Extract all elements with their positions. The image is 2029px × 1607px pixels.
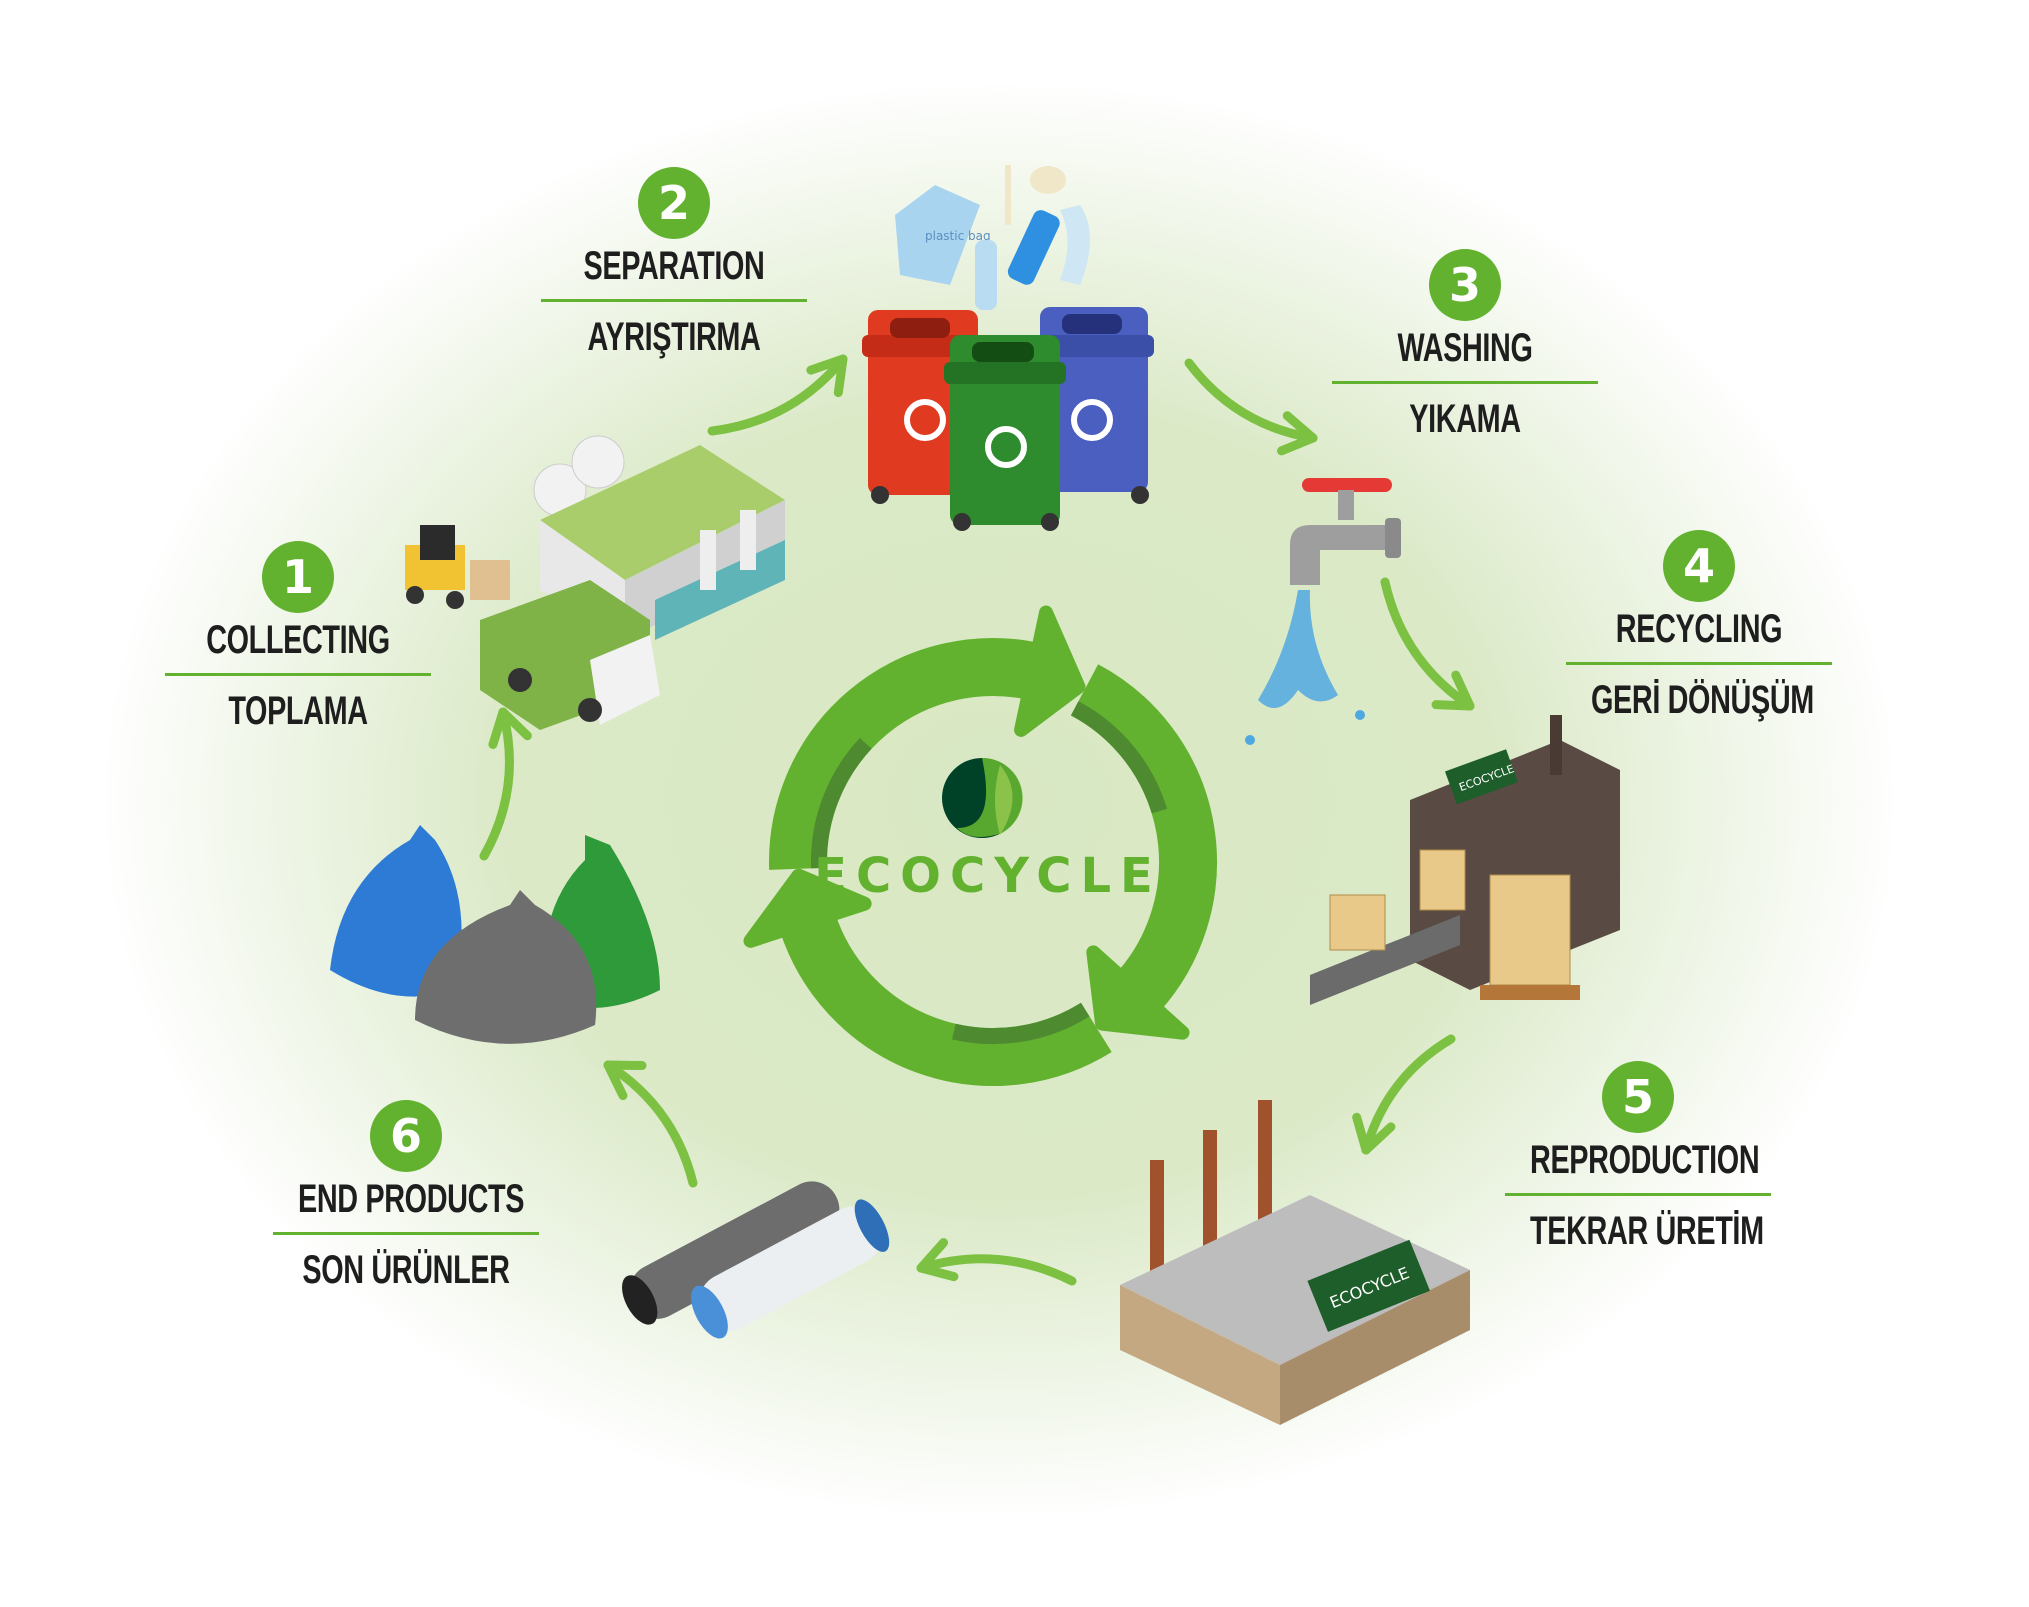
- arrow-head-icon: [806, 354, 848, 398]
- step-title: RECYCLING: [1615, 607, 1783, 651]
- recycling-bins-illustration: plastic bag: [862, 165, 1154, 531]
- recycle-arrow-shade: [1070, 701, 1168, 814]
- recycle-arrow-shade: [811, 737, 872, 869]
- step-number-badge: 5: [1602, 1061, 1674, 1133]
- central-recycle-arrows: [743, 605, 1217, 1086]
- arrow-head-icon: [488, 707, 532, 749]
- step-title: COLLECTING: [206, 618, 390, 662]
- plastic-rolls-illustration: [621, 1181, 890, 1339]
- step-subtitle: YIKAMA: [1409, 397, 1521, 441]
- flow-arrow: [916, 1254, 1077, 1286]
- step-subtitle: SON ÜRÜNLER: [302, 1248, 510, 1292]
- flow-arrow: [603, 1060, 698, 1188]
- step-number-badge: 3: [1429, 249, 1501, 321]
- step-title: SEPARATION: [583, 244, 765, 288]
- arrow-head-icon: [1277, 411, 1318, 456]
- step-title: REPRODUCTION: [1530, 1138, 1760, 1182]
- arrow-head-icon: [603, 1060, 647, 1101]
- step-title: END PRODUCTS: [298, 1177, 525, 1221]
- flow-arrow: [1184, 358, 1318, 443]
- divider-line: [1332, 381, 1598, 384]
- factory-illustration: ECOCYCLE: [1120, 1100, 1470, 1425]
- step-subtitle: TOPLAMA: [228, 689, 368, 733]
- recycling-machine-illustration: ECOCYCLE: [1310, 715, 1620, 1005]
- step-end-products: 6 END PRODUCTS SON ÜRÜNLER: [256, 1100, 556, 1291]
- blue-bin-icon: [1034, 307, 1154, 504]
- flow-arrow: [1361, 1034, 1456, 1155]
- step-collecting: 1 COLLECTING TOPLAMA: [148, 541, 448, 732]
- green-bin-icon: [944, 335, 1066, 531]
- divider-line: [1566, 662, 1832, 665]
- forklift-icon: [405, 525, 510, 609]
- divider-line: [541, 299, 807, 302]
- divider-line: [165, 673, 431, 676]
- flow-arrow: [479, 707, 514, 861]
- collection-facility-illustration: [405, 435, 785, 730]
- recycle-arrow-head-icon: [1014, 605, 1086, 737]
- recycle-arrow-shade: [952, 1002, 1090, 1045]
- garbage-bags-illustration: [330, 825, 660, 1044]
- recycle-arrow-body: [769, 638, 1040, 870]
- flow-arrow: [707, 354, 848, 436]
- step-subtitle: AYRIŞTIRMA: [587, 315, 761, 359]
- step-number-badge: 1: [262, 541, 334, 613]
- arrow-head-icon: [916, 1238, 959, 1282]
- step-subtitle: TEKRAR ÜRETİM: [1530, 1209, 1764, 1253]
- step-reproduction: 5 REPRODUCTION TEKRAR ÜRETİM: [1488, 1061, 1788, 1252]
- step-title: WASHING: [1397, 326, 1533, 370]
- step-subtitle: GERİ DÖNÜŞÜM: [1591, 678, 1814, 722]
- plastic-bag-text: plastic bag: [925, 229, 991, 243]
- step-recycling: 4 RECYCLING GERİ DÖNÜŞÜM: [1549, 530, 1849, 721]
- recycle-arrow-head-icon: [743, 868, 872, 948]
- arrow-head-icon: [1431, 670, 1475, 711]
- step-number-badge: 2: [638, 167, 710, 239]
- flow-arrow: [1380, 577, 1475, 711]
- flow-arrows: [479, 354, 1475, 1286]
- divider-line: [273, 1232, 539, 1235]
- recycle-arrow-body: [1070, 664, 1217, 1012]
- garbage-truck-icon: [480, 580, 660, 730]
- water-faucet-illustration: [1245, 478, 1401, 745]
- step-washing: 3 WASHING YIKAMA: [1315, 249, 1615, 440]
- plastic-waste-icon: plastic bag: [895, 165, 1090, 310]
- globe-logo-icon: [942, 757, 1023, 838]
- recycle-arrow-head-icon: [1086, 945, 1190, 1040]
- step-number-badge: 6: [370, 1100, 442, 1172]
- step-separation: 2 SEPARATION AYRIŞTIRMA: [524, 167, 824, 358]
- recycle-arrow-body: [779, 912, 1112, 1086]
- brand-name: ECOCYCLE: [814, 848, 1162, 904]
- divider-line: [1505, 1193, 1771, 1196]
- arrow-head-icon: [1352, 1112, 1396, 1155]
- step-number-badge: 4: [1663, 530, 1735, 602]
